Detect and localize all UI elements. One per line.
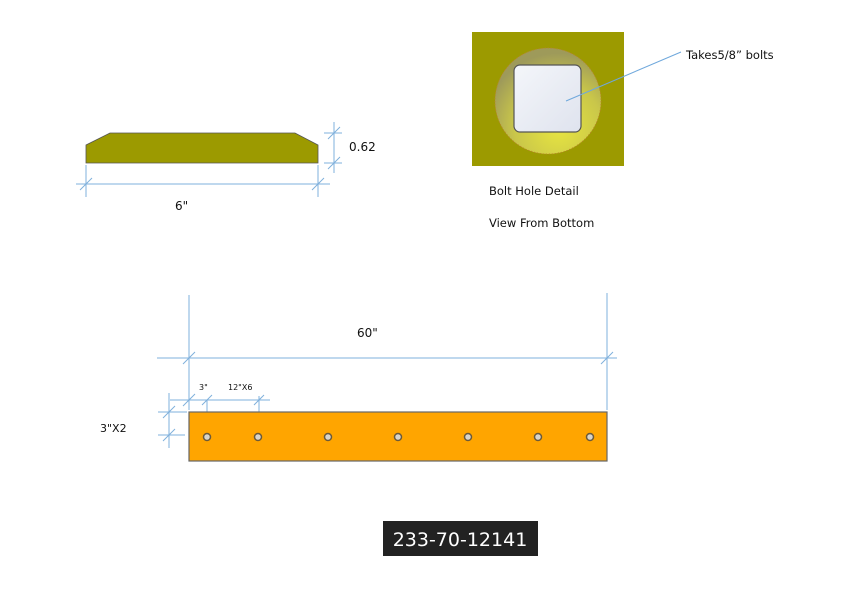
side-profile xyxy=(85,132,319,164)
bolt-hole xyxy=(585,432,595,442)
part-number: 233-70-12141 xyxy=(393,529,528,551)
side-view: 0.62 6" xyxy=(76,122,376,213)
callout-leader xyxy=(565,51,682,102)
square-bolt-hole xyxy=(513,64,582,133)
view-caption: View From Bottom xyxy=(489,216,594,230)
thickness-label: 0.62 xyxy=(349,140,376,154)
height-label: 3"X2 xyxy=(100,422,127,435)
bolt-hole xyxy=(463,432,473,442)
detail-caption: Bolt Hole Detail xyxy=(489,184,579,198)
bolt-hole xyxy=(323,432,333,442)
top-view: 60" 3" 12"X6 3"X2 xyxy=(100,293,617,462)
spacing-label: 12"X6 xyxy=(228,383,252,392)
bolt-hole xyxy=(202,432,212,442)
edge-offset-label: 3" xyxy=(199,383,208,392)
bolt-hole-detail: Takes5/8” bolts Bolt Hole Detail View Fr… xyxy=(472,32,774,230)
bolt-hole xyxy=(393,432,403,442)
bolt-callout: Takes5/8” bolts xyxy=(685,48,774,62)
part-number-label: 233-70-12141 xyxy=(383,521,538,556)
bolt-hole xyxy=(253,432,263,442)
bolt-hole xyxy=(533,432,543,442)
length-label: 60" xyxy=(357,326,378,340)
width-label: 6" xyxy=(175,199,188,213)
